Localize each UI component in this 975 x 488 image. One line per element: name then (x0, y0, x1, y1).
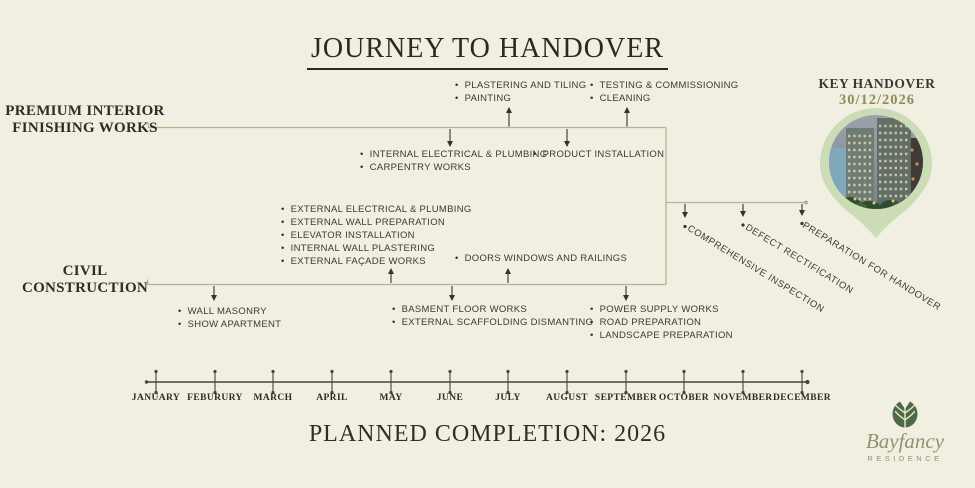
task-group-basement: BASMENT FLOOR WORKS EXTERNAL SCAFFOLDING… (392, 303, 593, 329)
month-label-august: AUGUST (546, 393, 588, 403)
leaf-icon (892, 400, 918, 428)
phase-premium-line2: FINISHING WORKS (12, 119, 158, 136)
task-group-power: POWER SUPPLY WORKS ROAD PREPARATION LAND… (590, 303, 733, 342)
month-label-june: JUNE (436, 393, 464, 403)
key-handover-label: KEY HANDOVER (818, 76, 936, 91)
month-label-november: NOVEMBER (713, 393, 773, 403)
page-title: JOURNEY TO HANDOVER (307, 33, 668, 70)
task-item: BASMENT FLOOR WORKS (392, 303, 593, 316)
task-group-external: EXTERNAL ELECTRICAL & PLUMBING EXTERNAL … (281, 203, 472, 268)
task-item: TESTING & COMMISSIONING (590, 79, 739, 92)
task-group-plastering: PLASTERING AND TILING PAINTING (455, 79, 586, 105)
month-label-december: DECEMBER (772, 393, 832, 403)
task-item: EXTERNAL ELECTRICAL & PLUMBING (281, 203, 472, 216)
task-item: INTERNAL WALL PLASTERING (281, 242, 472, 255)
month-label-july: JULY (495, 393, 521, 403)
key-handover-pin-icon (820, 108, 932, 238)
phase-premium-line1: PREMIUM INTERIOR (5, 103, 165, 119)
task-arrows (210, 106, 806, 302)
task-item: ROAD PREPARATION (590, 316, 733, 329)
task-item: ELEVATOR INSTALLATION (281, 229, 472, 242)
task-item: EXTERNAL SCAFFOLDING DISMANTING (392, 316, 593, 329)
month-axis (144, 369, 810, 395)
task-item: POWER SUPPLY WORKS (590, 303, 733, 316)
task-item: CLEANING (590, 92, 739, 105)
task-group-doors: DOORS WINDOWS AND RAILINGS (455, 252, 627, 265)
month-label-may: MAY (379, 393, 403, 403)
task-item: EXTERNAL WALL PREPARATION (281, 216, 472, 229)
phase-connector-lines (146, 122, 804, 286)
planned-completion-text: PLANNED COMPLETION: 2026 (308, 421, 667, 447)
task-item: SHOW APARTMENT (178, 318, 281, 331)
phase-civil-line1: CIVIL (62, 263, 108, 279)
month-label-january: JANUARY (131, 393, 181, 403)
brand-subtitle: RESIDENCE (867, 454, 943, 463)
key-handover-date: 30/12/2026 (838, 92, 916, 108)
task-group-testing: TESTING & COMMISSIONING CLEANING (590, 79, 739, 105)
task-group-internal: INTERNAL ELECTRICAL & PLUMBING CARPENTRY… (360, 148, 547, 174)
phase-label-civil: CIVIL CONSTRUCTION (0, 263, 170, 296)
task-item: PRODUCT INSTALLATION (533, 148, 664, 161)
month-label-october: OCTOBER (658, 393, 710, 403)
task-item: CARPENTRY WORKS (360, 161, 547, 174)
task-item: INTERNAL ELECTRICAL & PLUMBING (360, 148, 547, 161)
handover-building-photo (829, 115, 923, 209)
task-group-masonry: WALL MASONRY SHOW APARTMENT (178, 305, 281, 331)
task-item: EXTERNAL FAÇADE WORKS (281, 255, 472, 268)
task-item: PLASTERING AND TILING (455, 79, 586, 92)
month-ticks (154, 369, 804, 395)
month-label-april: APRIL (316, 393, 348, 403)
month-label-march: MARCH (253, 393, 293, 403)
month-label-september: SEPTEMBER (594, 393, 658, 403)
handover-branch-end-dot (804, 200, 808, 205)
task-group-product: PRODUCT INSTALLATION (533, 148, 664, 161)
brand-name: Bayfancy (865, 429, 945, 453)
phase-label-premium: PREMIUM INTERIOR FINISHING WORKS (0, 103, 170, 136)
completion-wrap: PLANNED COMPLETION: 2026 (0, 421, 975, 448)
milestone-bullet-dots (683, 221, 804, 229)
task-item: WALL MASONRY (178, 305, 281, 318)
month-label-feburury: FEBURURY (187, 393, 243, 403)
task-item: PAINTING (455, 92, 586, 105)
title-wrap: JOURNEY TO HANDOVER (0, 33, 975, 70)
task-item: DOORS WINDOWS AND RAILINGS (455, 252, 627, 265)
task-item: LANDSCAPE PREPARATION (590, 329, 733, 342)
phase-civil-line2: CONSTRUCTION (21, 279, 149, 296)
